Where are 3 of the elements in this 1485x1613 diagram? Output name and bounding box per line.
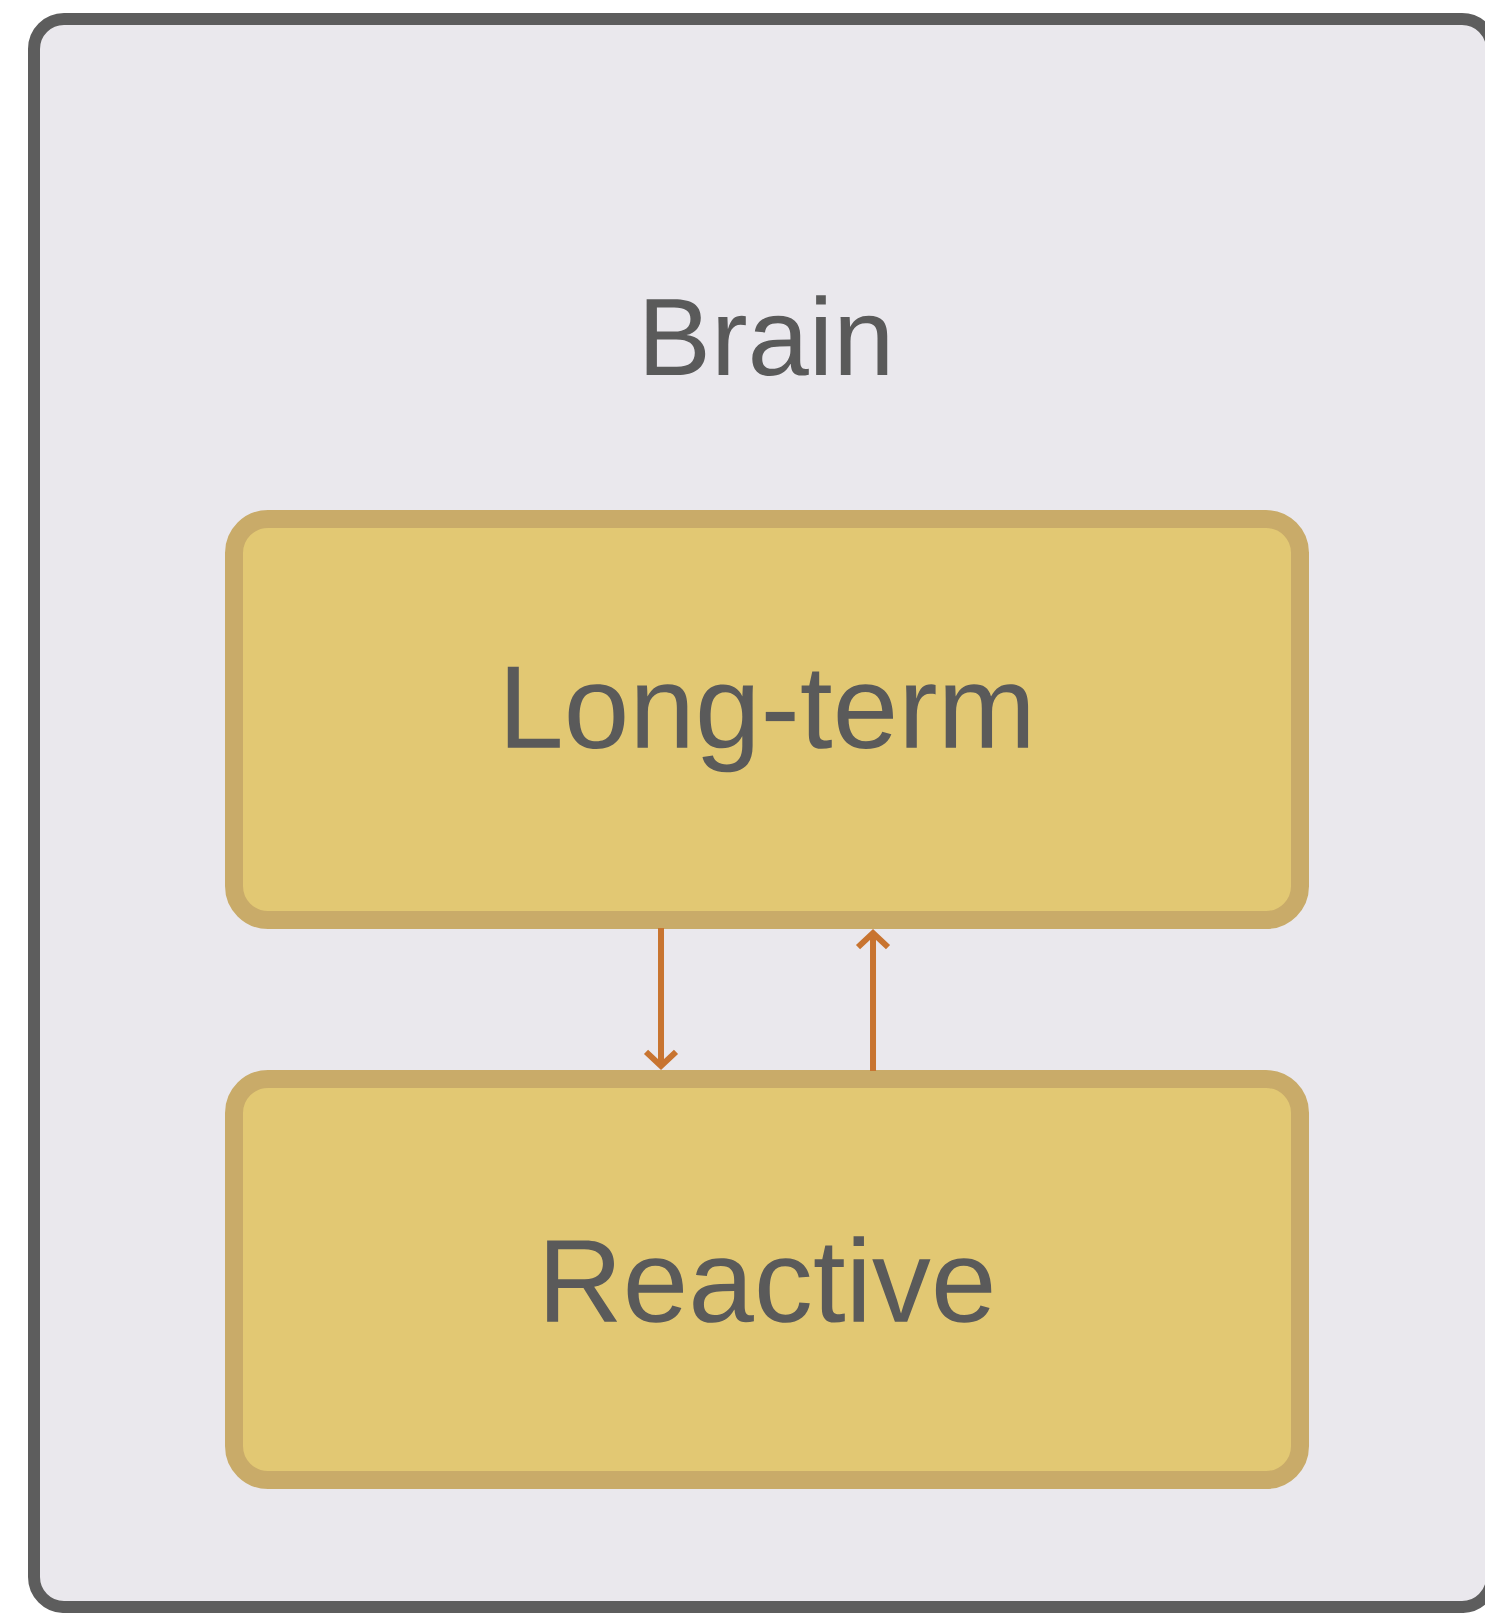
arrow: [643, 928, 679, 1070]
process-box: Long-term: [225, 510, 1309, 929]
process-box: Reactive: [225, 1070, 1309, 1489]
